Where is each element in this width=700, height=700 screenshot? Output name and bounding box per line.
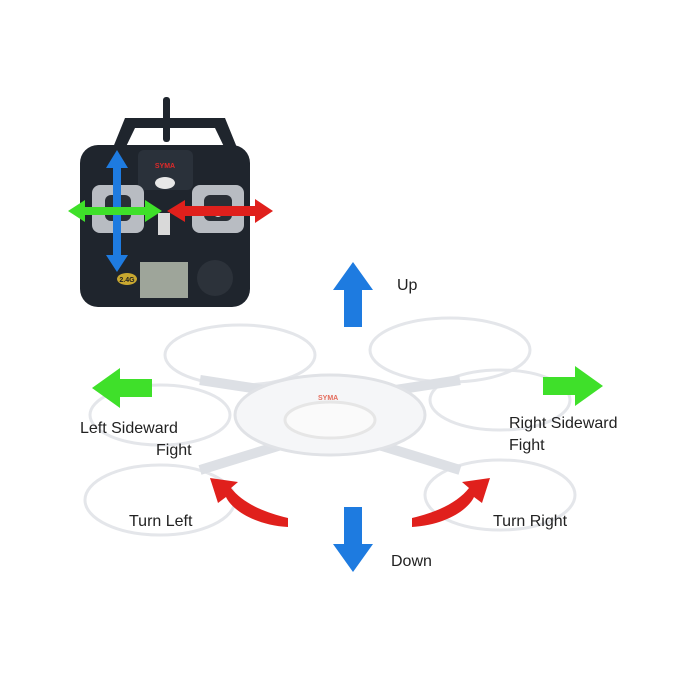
remote-controller-image: SYMA 2.4G [68, 97, 273, 307]
left-arrow-icon [92, 368, 152, 408]
svg-text:SYMA: SYMA [318, 395, 338, 402]
drone-image: SYMA [83, 316, 577, 537]
turn-right-arrow-icon [412, 478, 490, 527]
right-sideward-label-line2: Fight [509, 437, 545, 454]
right-arrow-icon [543, 366, 603, 406]
controller-2.4g-badge: 2.4G [119, 277, 135, 284]
up-label: Up [397, 277, 418, 294]
turn-left-label: Turn Left [129, 513, 193, 530]
up-arrow-icon [333, 262, 373, 327]
left-sideward-label-line2: Fight [156, 442, 192, 459]
down-arrow-icon [333, 507, 373, 572]
turn-right-label: Turn Right [493, 513, 568, 530]
turn-left-arrow-icon [210, 478, 288, 527]
right-sideward-label: Right Sideward [509, 415, 618, 432]
controller-brand-logo: SYMA [155, 163, 175, 170]
left-sideward-label: Left Sideward [80, 420, 178, 437]
down-label: Down [391, 553, 432, 570]
